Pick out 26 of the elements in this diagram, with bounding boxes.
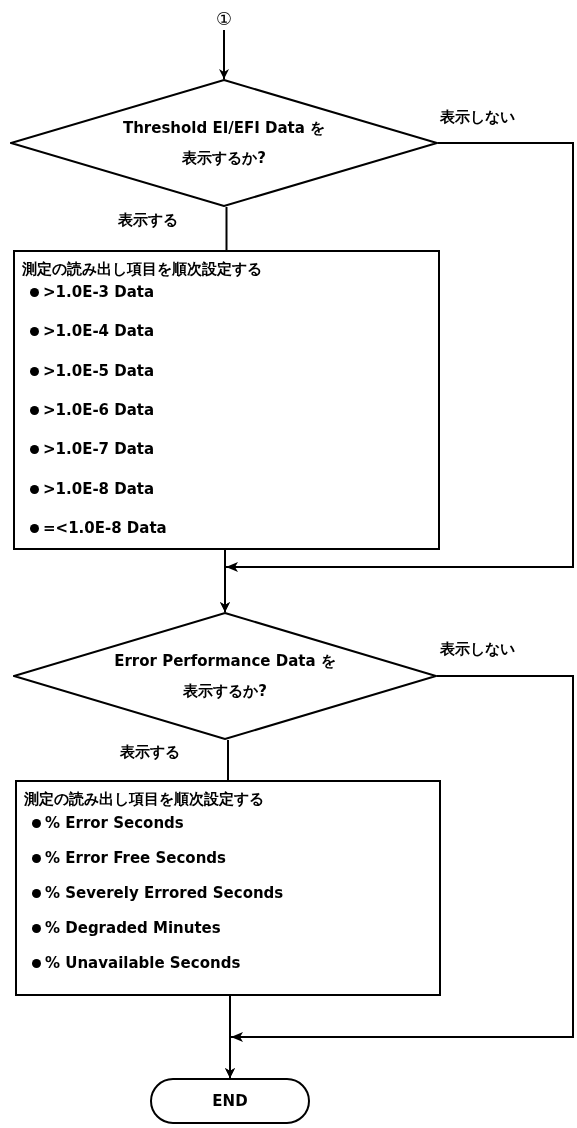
decision-text: Threshold EI/EFI Data を表示するか? xyxy=(121,118,327,169)
connector-label: ① xyxy=(212,8,236,30)
decision-text: Error Performance Data を表示するか? xyxy=(113,651,337,702)
process-box xyxy=(13,250,440,550)
edge-label: 表示しない xyxy=(440,642,515,657)
box-heading: 測定の読み出し項目を順次設定する xyxy=(22,259,263,280)
decision-diamond xyxy=(10,79,438,207)
terminal-shape: END xyxy=(150,1078,310,1124)
list-item: =<1.0E-8 Data xyxy=(43,518,167,540)
list-item: % Degraded Minutes xyxy=(45,917,221,939)
edge-label: 表示しない xyxy=(440,110,515,125)
list-item: >1.0E-5 Data xyxy=(43,360,155,382)
list-item: >1.0E-3 Data xyxy=(43,282,155,304)
decision-diamond xyxy=(13,612,437,740)
list-item: % Severely Errored Seconds xyxy=(45,882,284,904)
list-item: % Unavailable Seconds xyxy=(45,952,241,974)
edge-label: 表示する xyxy=(118,213,178,228)
process-box xyxy=(15,780,441,996)
list-item: >1.0E-4 Data xyxy=(43,321,155,343)
box-heading: 測定の読み出し項目を順次設定する xyxy=(24,789,265,810)
list-item: % Error Free Seconds xyxy=(45,847,226,869)
list-item: >1.0E-7 Data xyxy=(43,439,155,461)
edge-label: 表示する xyxy=(120,745,180,760)
list-item: % Error Seconds xyxy=(45,812,184,834)
list-item: >1.0E-6 Data xyxy=(43,400,155,422)
list-item: >1.0E-8 Data xyxy=(43,478,155,500)
